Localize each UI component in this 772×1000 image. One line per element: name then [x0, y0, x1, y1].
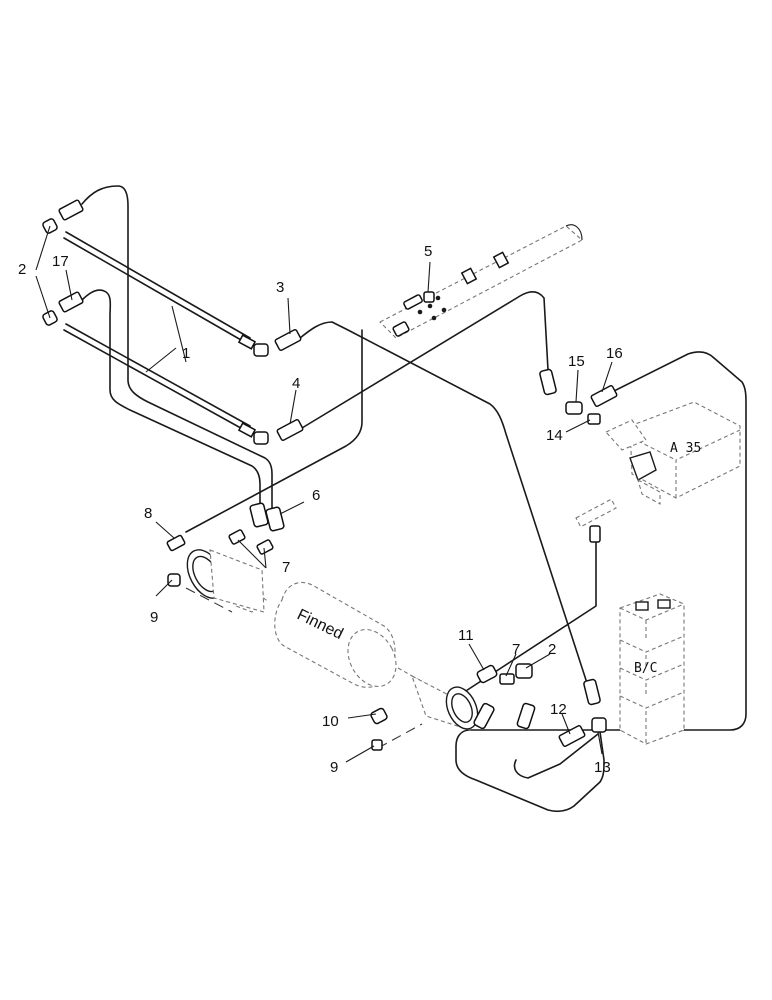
callout-15: 15 — [568, 353, 585, 370]
finned-cooler — [274, 582, 431, 688]
hidden-line-a — [185, 587, 233, 613]
callout-17: 17 — [52, 253, 69, 270]
callout-2-top: 2 — [18, 261, 26, 278]
pipe-tank-loop — [455, 351, 747, 812]
callout-8: 8 — [144, 505, 152, 522]
pipe-vertical-bc — [451, 539, 597, 701]
leader-lines — [35, 225, 613, 763]
drain-manifold — [379, 224, 583, 339]
callout-2-bottom: 2 — [548, 641, 556, 658]
valve-a35 — [605, 401, 741, 505]
callout-12: 12 — [550, 701, 567, 718]
callout-6: 6 — [312, 487, 320, 504]
tube-1-lower-b — [65, 323, 251, 427]
callout-4: 4 — [292, 375, 300, 392]
callout-7-upper: 7 — [282, 559, 290, 576]
valve-a35-label: A 35 — [670, 441, 701, 456]
callout-5: 5 — [424, 243, 432, 260]
right-motor — [411, 674, 479, 731]
callout-14: 14 — [546, 427, 563, 444]
left-motor — [186, 549, 267, 613]
callout-3: 3 — [276, 279, 284, 296]
fittings — [42, 199, 618, 751]
tube-1-upper-b — [65, 231, 251, 339]
callout-13: 13 — [594, 759, 611, 776]
pipe-top-loop — [81, 185, 273, 513]
valve-bc-label: B/C — [634, 661, 657, 676]
callout-11: 11 — [458, 627, 474, 644]
pipe-12-13 — [513, 733, 599, 779]
pipe-routes — [63, 185, 747, 812]
tube-1-lower-a — [63, 329, 249, 433]
callout-10: 10 — [322, 713, 339, 730]
valve-bc-stack — [619, 593, 685, 745]
hidden-line-b — [377, 723, 423, 749]
callout-1: 1 — [182, 345, 190, 362]
callout-labels: 2 17 1 3 4 5 6 7 8 9 15 16 14 11 7 2 10 … — [18, 243, 623, 776]
callout-16: 16 — [606, 345, 623, 362]
pipe-rear-loop — [81, 289, 261, 507]
tube-1-upper-a — [63, 237, 249, 345]
pipe-drain-5 — [185, 329, 363, 533]
callout-9-lower: 9 — [330, 759, 338, 776]
pipe-from-3 — [299, 321, 587, 681]
pipe-from-4 — [301, 290, 549, 429]
callout-9-upper: 9 — [150, 609, 158, 626]
callout-7-lower: 7 — [512, 641, 520, 658]
